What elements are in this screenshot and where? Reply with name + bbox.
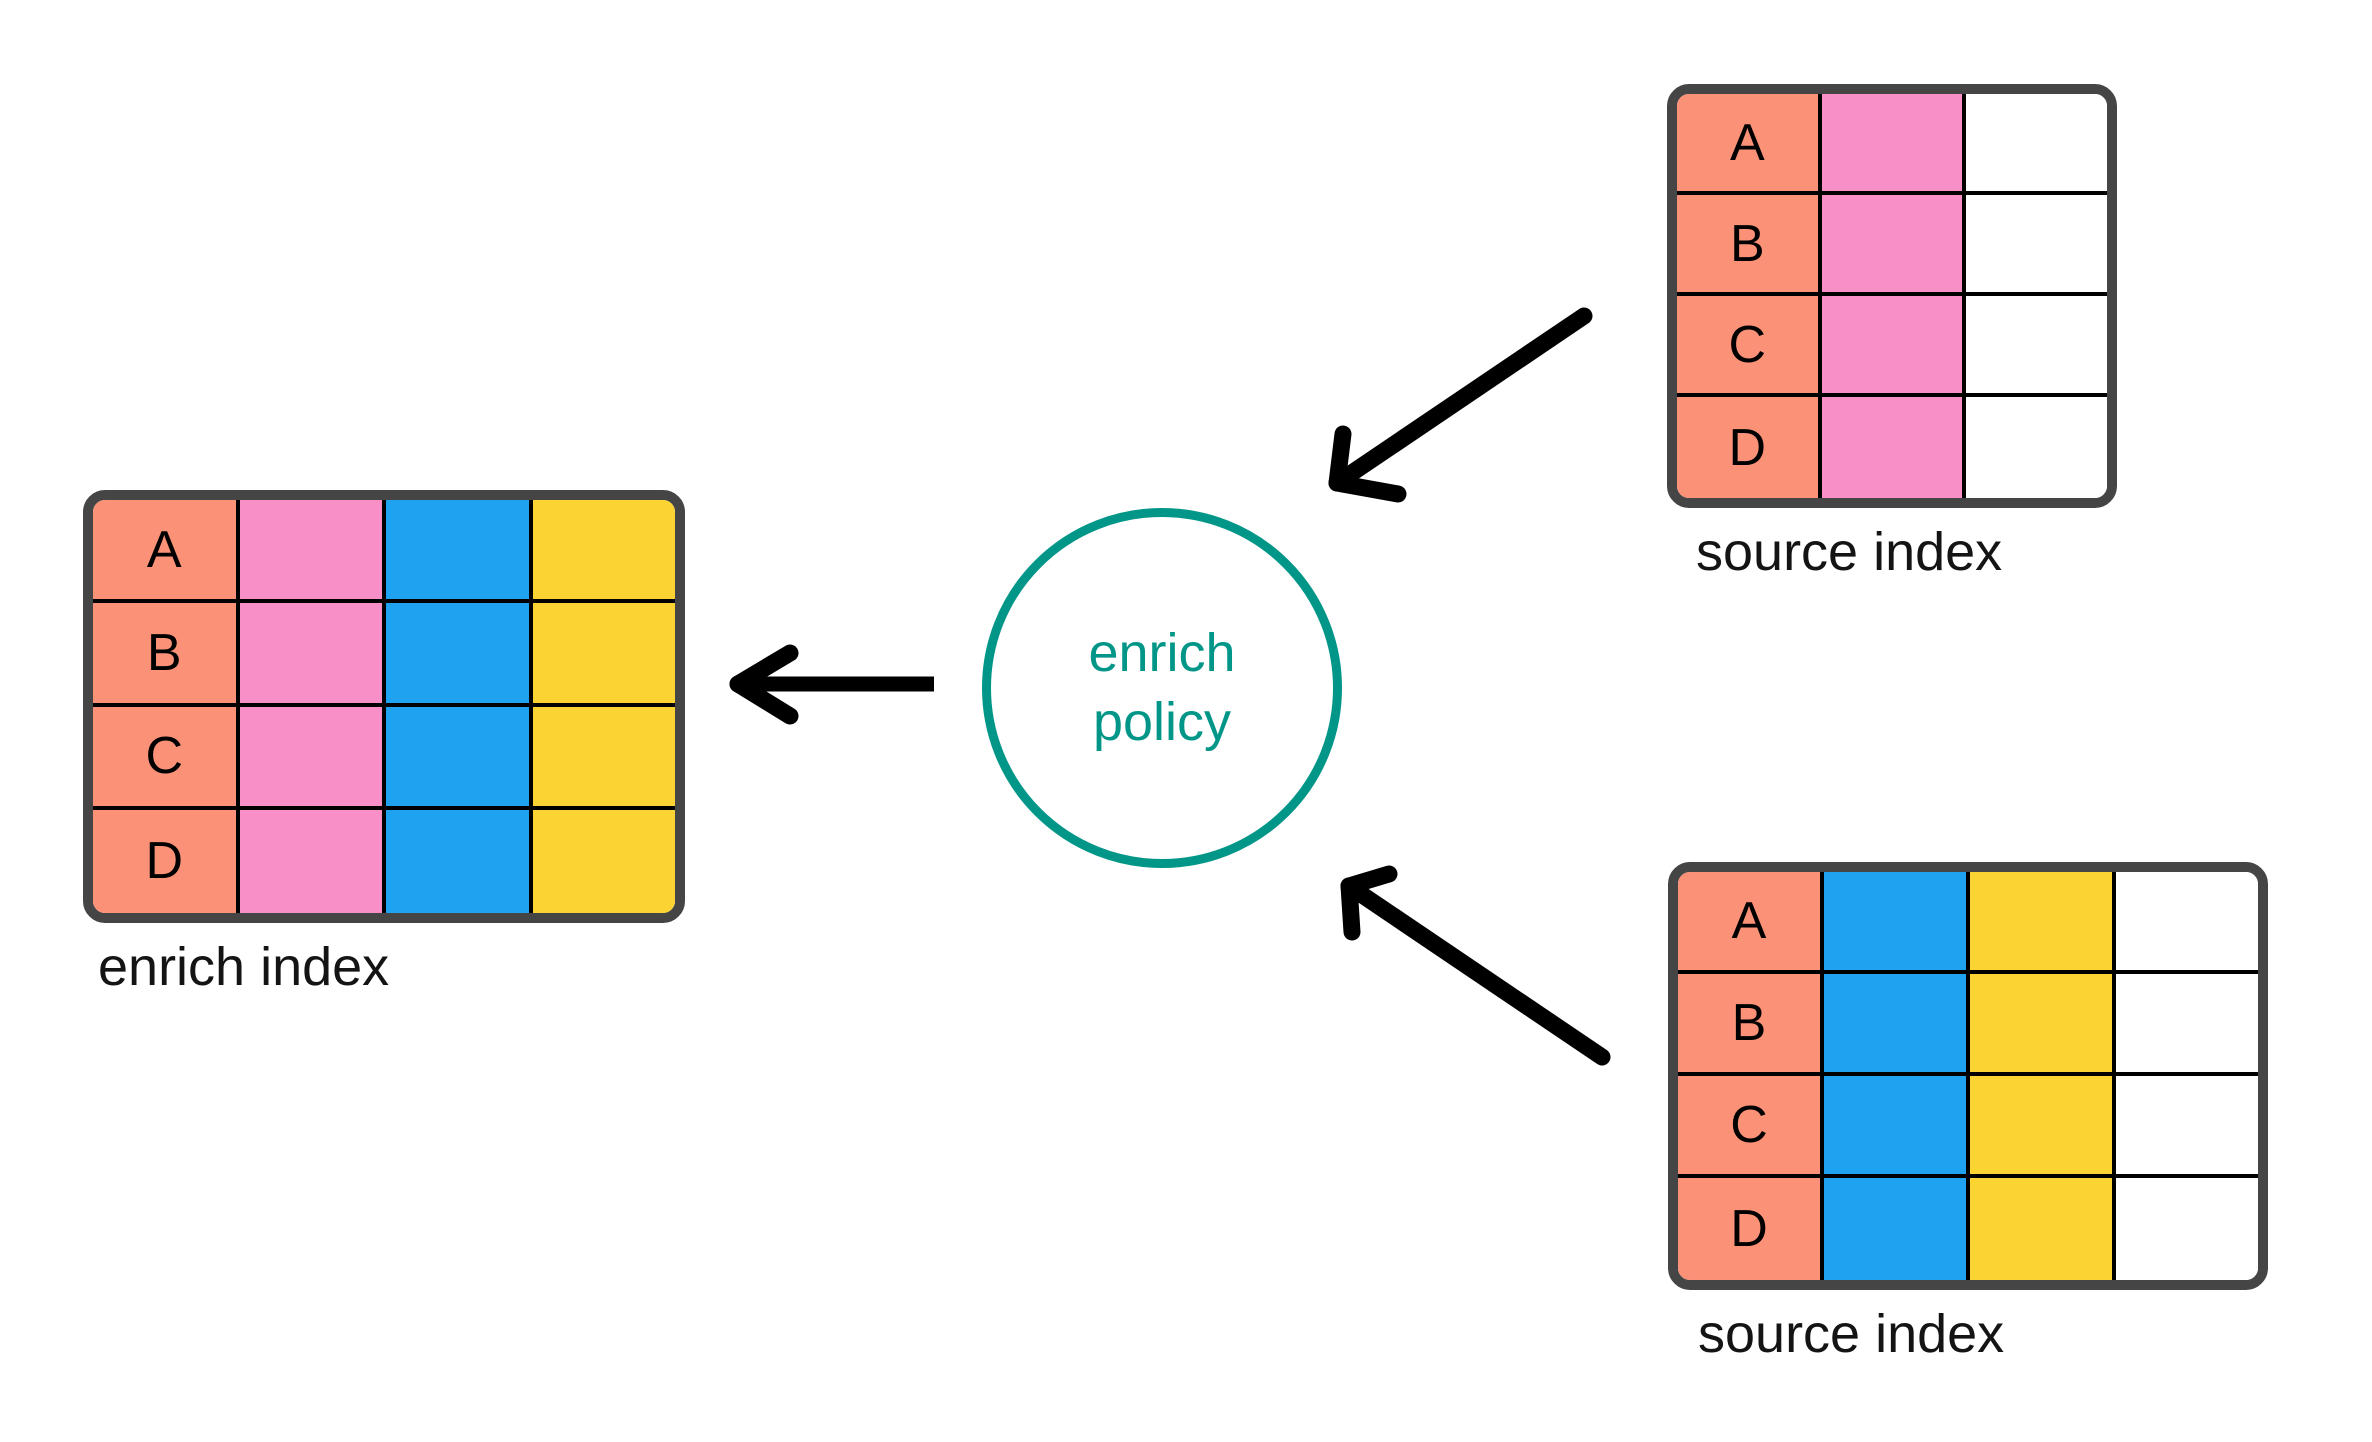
enrich-policy-circle[interactable]: enrich policy xyxy=(982,508,1342,868)
data-cell-blue xyxy=(386,809,533,913)
data-cell-yellow xyxy=(1970,1178,2116,1280)
row-key-cell: B xyxy=(1678,974,1824,1076)
table-row: B xyxy=(1677,195,2107,296)
table-row: B xyxy=(1678,974,2258,1076)
row-key-cell: C xyxy=(1678,1076,1824,1178)
row-key-cell: B xyxy=(93,603,240,707)
data-cell-white xyxy=(2116,872,2258,974)
data-cell-yellow xyxy=(1970,872,2116,974)
row-key-cell: C xyxy=(93,706,240,810)
data-cell-blue xyxy=(1824,872,1970,974)
enrich-index-caption: enrich index xyxy=(98,937,390,997)
data-cell-white xyxy=(1966,94,2107,195)
data-cell-pink xyxy=(1821,296,1967,397)
data-cell-white xyxy=(2116,1076,2258,1178)
arrow-policy-to-enrich-index xyxy=(729,644,934,725)
data-cell-pink xyxy=(239,500,386,604)
data-cell-white xyxy=(1966,296,2107,397)
table-row: A xyxy=(1678,872,2258,974)
table-row: D xyxy=(1677,397,2107,498)
policy-label-line1: enrich xyxy=(1088,622,1236,683)
table-row: D xyxy=(1678,1178,2258,1280)
arrow-bottom-source-to-policy xyxy=(1340,865,1611,1066)
data-cell-yellow xyxy=(532,603,675,707)
row-key-cell: A xyxy=(1677,94,1822,195)
data-cell-yellow xyxy=(532,809,675,913)
data-cell-white xyxy=(2116,974,2258,1076)
data-cell-blue xyxy=(1824,1178,1970,1280)
row-key-cell: A xyxy=(1678,872,1824,974)
data-cell-yellow xyxy=(532,500,675,604)
arrow-top-source-to-policy xyxy=(1328,307,1593,503)
row-key-cell: A xyxy=(93,500,240,604)
data-cell-yellow xyxy=(1970,974,2116,1076)
data-cell-pink xyxy=(1821,195,1967,296)
data-cell-blue xyxy=(1824,974,1970,1076)
row-key-cell: C xyxy=(1677,296,1822,397)
data-cell-pink xyxy=(239,706,386,810)
data-cell-blue xyxy=(386,706,533,810)
data-cell-pink xyxy=(239,603,386,707)
table-row: C xyxy=(93,706,675,810)
row-key-cell: B xyxy=(1677,195,1822,296)
data-cell-pink xyxy=(1821,397,1967,498)
row-key-cell: D xyxy=(1678,1178,1824,1280)
data-cell-pink xyxy=(239,809,386,913)
table-row: A xyxy=(1677,94,2107,195)
data-cell-blue xyxy=(1824,1076,1970,1178)
table-row: D xyxy=(93,809,675,913)
data-cell-blue xyxy=(386,603,533,707)
policy-label-line2: policy xyxy=(1092,692,1232,752)
data-cell-white xyxy=(2116,1178,2258,1280)
data-cell-blue xyxy=(386,500,533,604)
data-cell-yellow xyxy=(1970,1076,2116,1178)
table-row: C xyxy=(1678,1076,2258,1178)
table-row: A xyxy=(93,500,675,604)
source-index-bottom-caption: source index xyxy=(1698,1304,2005,1364)
data-cell-white xyxy=(1966,397,2107,498)
table-row: C xyxy=(1677,296,2107,397)
row-key-cell: D xyxy=(1677,397,1822,498)
data-cell-white xyxy=(1966,195,2107,296)
row-key-cell: D xyxy=(93,809,240,913)
data-cell-yellow xyxy=(532,706,675,810)
source-index-top-caption: source index xyxy=(1696,522,2003,582)
table-row: B xyxy=(93,603,675,707)
data-cell-pink xyxy=(1821,94,1967,195)
